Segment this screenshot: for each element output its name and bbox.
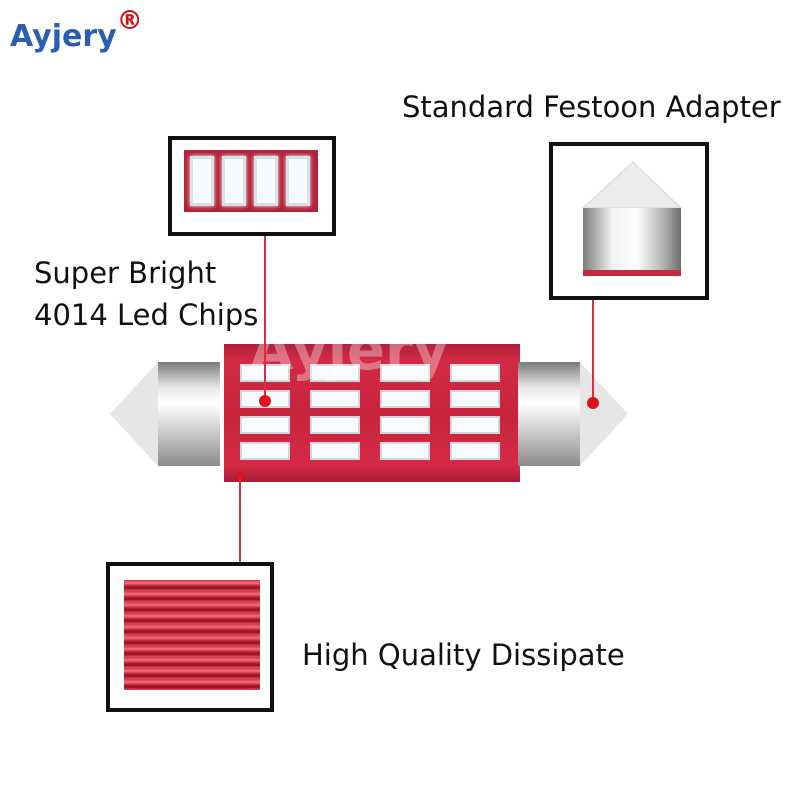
dissipate-label: High Quality Dissipate [302, 638, 625, 672]
led-chip [240, 416, 290, 434]
adapter-tip [581, 161, 683, 209]
led-chip [222, 156, 246, 206]
brand-logo: Ayjery® [10, 6, 143, 54]
led-chip [190, 156, 214, 206]
led-chip [380, 442, 430, 460]
left-cone-tip [110, 362, 158, 466]
adapter-closeup-box [549, 142, 709, 300]
chip-pointer-line [264, 236, 266, 398]
right-end-cap [518, 362, 580, 466]
led-chip [254, 156, 278, 206]
led-chip [286, 156, 310, 206]
led-chip [310, 416, 360, 434]
chip-closeup-box [168, 136, 336, 236]
chip-pointer-dot [259, 395, 271, 407]
led-chip [310, 390, 360, 408]
led-chip [310, 364, 360, 382]
led-chip [380, 416, 430, 434]
led-chip [450, 442, 500, 460]
chips-label-line1: Super Bright [34, 256, 217, 290]
adapter-base [583, 270, 681, 276]
adapter-image [581, 161, 683, 276]
led-chip [240, 442, 290, 460]
led-chip [310, 442, 360, 460]
registered-mark: ® [116, 6, 143, 36]
left-end-cap [158, 362, 220, 466]
chips-label-line2: 4014 Led Chips [34, 298, 259, 332]
led-chip [380, 364, 430, 382]
led-chip [450, 416, 500, 434]
heatsink-closeup-box [106, 562, 274, 712]
right-cone-tip [580, 362, 628, 466]
bulb-pcb [224, 344, 520, 482]
adapter-pointer-dot [587, 397, 599, 409]
adapter-cap [583, 208, 681, 274]
heatsink-pointer-dot [236, 472, 244, 480]
chip-strip [184, 150, 318, 212]
brand-name: Ayjery [10, 19, 117, 54]
heatsink-fins [124, 580, 260, 690]
led-chip [380, 390, 430, 408]
watermark-text: Ayjery [250, 318, 450, 383]
adapter-label: Standard Festoon Adapter [402, 90, 781, 124]
heatsink-pointer-line [239, 478, 241, 562]
led-chip [450, 390, 500, 408]
adapter-pointer-line [592, 300, 594, 398]
led-chip [450, 364, 500, 382]
